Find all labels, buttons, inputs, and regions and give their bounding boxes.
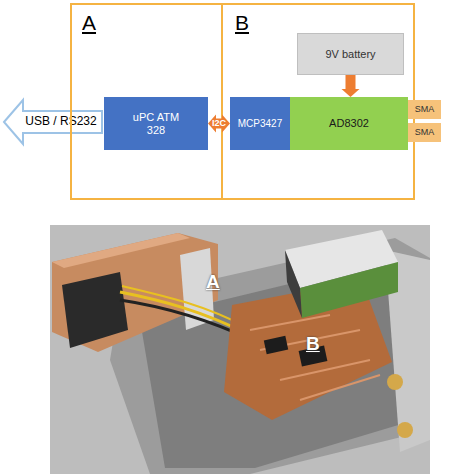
node-text: USB / RS232: [25, 115, 96, 129]
module-letter: B: [235, 11, 249, 35]
detector-box: AD8302: [290, 97, 408, 150]
node-text: SMA: [415, 127, 435, 137]
microcontroller-box: uPC ATM 328: [104, 97, 208, 150]
chip: [264, 336, 288, 354]
copper-lid-edge: [52, 233, 190, 268]
node-text: SMA: [415, 104, 435, 114]
interface-arrow: USB / RS232: [3, 98, 103, 146]
module-frame: AuPC ATM 328: [70, 3, 223, 200]
node-text: uPC ATM 328: [126, 111, 186, 136]
adc-box: MCP3427: [230, 97, 290, 150]
sma-connector: [397, 422, 413, 438]
connector-block: [62, 272, 128, 348]
battery-side: [285, 250, 302, 318]
sma-connector: [387, 374, 403, 390]
yellow-wire: [122, 286, 248, 328]
copper-lid: [52, 233, 218, 352]
sma-port: SMA: [408, 123, 441, 142]
photo-callout: B: [306, 334, 320, 353]
arrow-outline: [4, 100, 102, 144]
node-text: MCP3427: [238, 118, 282, 130]
battery-label: [300, 262, 398, 318]
pcb-trace: [250, 315, 380, 400]
block-arrow: [208, 115, 230, 133]
block-arrow: [342, 75, 360, 97]
node-text: AD8302: [329, 117, 369, 130]
photo-callout: A: [206, 272, 220, 291]
bus-label: I2C: [212, 119, 226, 128]
photo-background: [50, 225, 430, 474]
sma-port: SMA: [408, 100, 441, 119]
module-frame: B 9V batteryMCP3427 AD8302: [221, 3, 415, 200]
battery-box: 9V battery: [297, 33, 404, 75]
node-text: 9V battery: [325, 48, 375, 61]
module-letter: A: [82, 11, 96, 35]
